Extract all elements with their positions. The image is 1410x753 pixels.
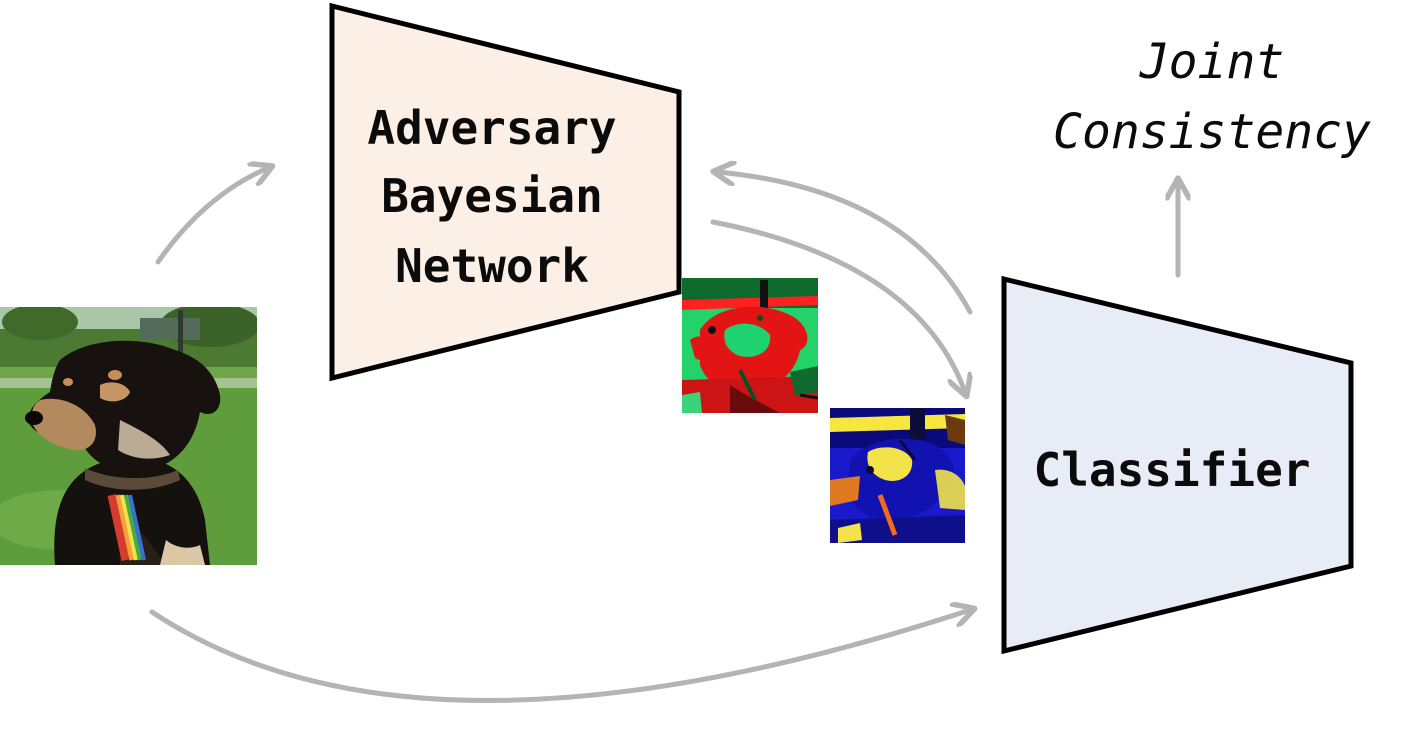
adversary-network-block: Adversary Bayesian Network (329, 2, 682, 382)
objective-label: Joint Consistency (1053, 34, 1371, 160)
classifier-label: Classifier (1034, 443, 1311, 497)
classifier-block: Classifier (1001, 275, 1354, 655)
adversarial-image-2 (830, 408, 965, 543)
objective-line-1: Joint (1139, 34, 1285, 90)
input-dog-image (0, 307, 257, 565)
arrow-input-to-classifier (149, 610, 970, 703)
adversary-label-line-2: Bayesian (381, 169, 603, 223)
adversary-label-line-1: Adversary (367, 101, 616, 155)
arrow-adversary-to-classifier (710, 219, 965, 392)
objective-line-2: Consistency (1053, 104, 1371, 160)
adversarial-image-1 (682, 278, 818, 413)
adversary-label-line-3: Network (395, 239, 589, 293)
arrow-classifier-to-adversary (718, 172, 973, 315)
arrow-input-to-adversary (155, 168, 268, 265)
